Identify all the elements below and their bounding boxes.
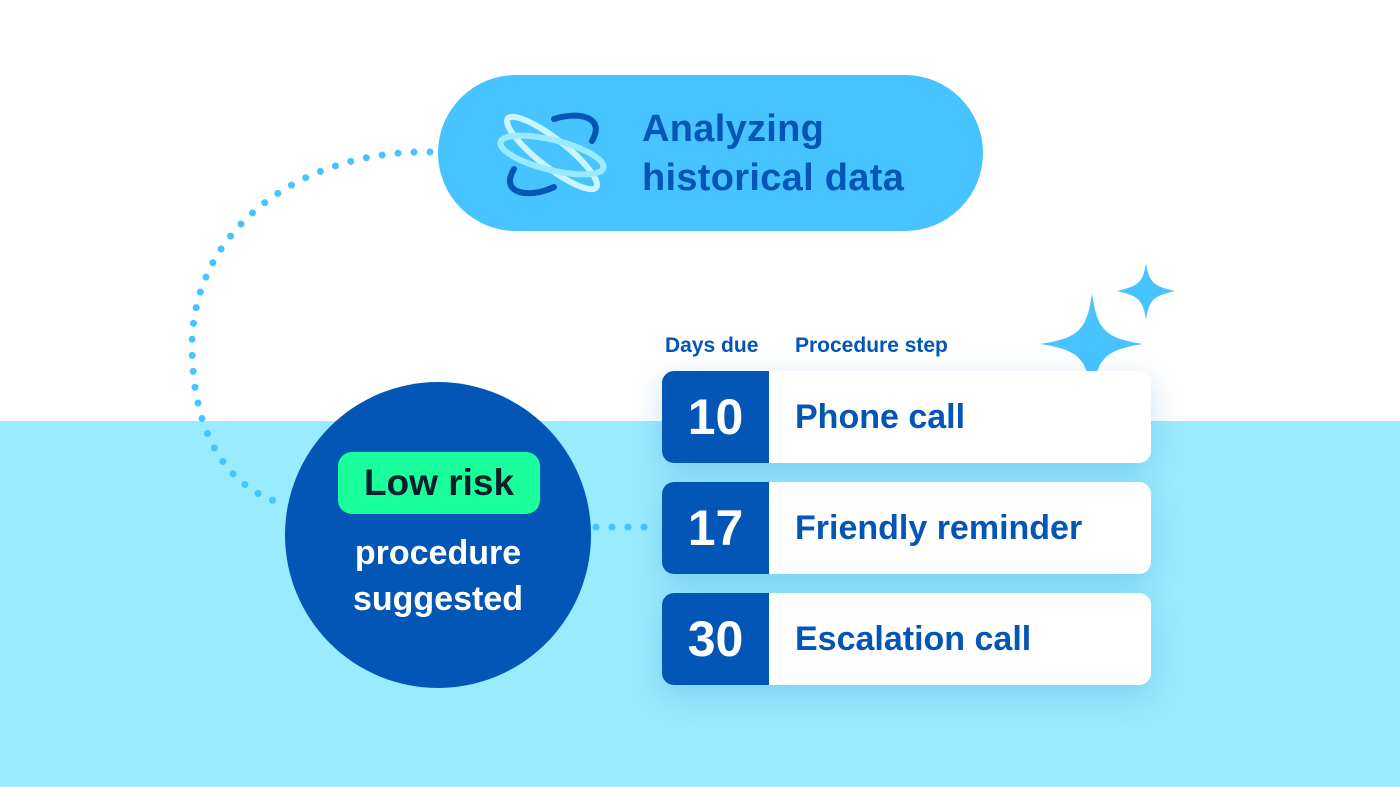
- analysis-line-1: Analyzing: [642, 108, 825, 150]
- procedure-row: 17 Friendly reminder: [662, 482, 1151, 574]
- procedure-step-label: Escalation call: [795, 620, 1032, 658]
- result-line-2: suggested: [352, 580, 524, 618]
- procedure-step-label: Phone call: [795, 398, 966, 436]
- analysis-label: Analyzing historical data: [642, 105, 904, 203]
- sparkle-small-icon: [1117, 263, 1175, 320]
- orbit-icon: [497, 112, 607, 197]
- analysis-pill: Analyzing historical data: [438, 75, 983, 231]
- header-days-due: Days due: [665, 334, 759, 357]
- dotted-connector-arc: [188, 148, 434, 509]
- sparkle-large-icon: [1040, 293, 1143, 396]
- days-due-value: 10: [662, 371, 769, 463]
- risk-badge: Low risk: [338, 452, 540, 514]
- procedure-step-label: Friendly reminder: [795, 509, 1083, 547]
- procedure-row: 10 Phone call: [662, 371, 1151, 463]
- result-label: procedure suggested: [285, 530, 591, 622]
- header-procedure-step: Procedure step: [795, 334, 948, 357]
- days-due-value: 30: [662, 593, 769, 685]
- days-due-value: 17: [662, 482, 769, 574]
- result-line-1: procedure: [354, 534, 522, 572]
- procedure-row: 30 Escalation call: [662, 593, 1151, 685]
- analysis-line-2: historical data: [642, 157, 905, 199]
- result-circle: Low risk procedure suggested: [285, 382, 591, 688]
